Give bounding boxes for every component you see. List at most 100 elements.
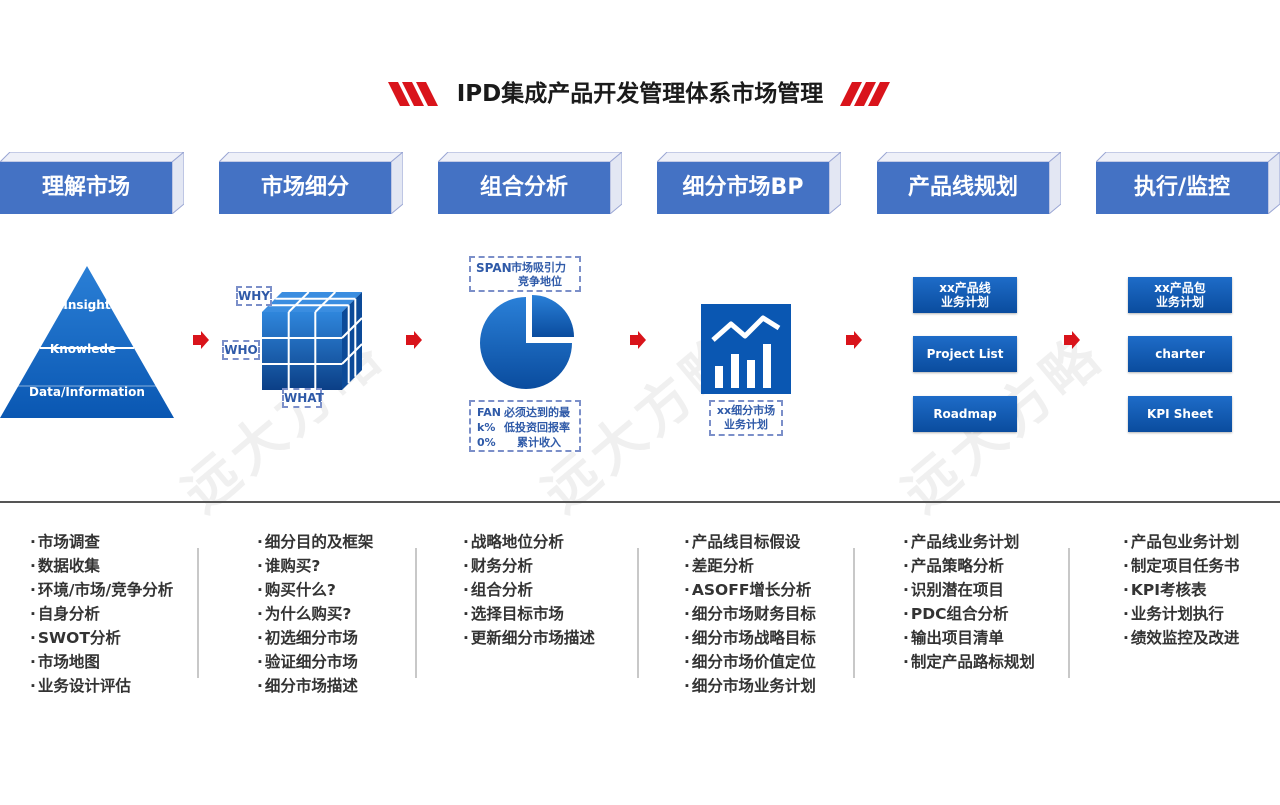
list-item: 细分市场财务目标 [684, 602, 816, 626]
step-market-segmentation: 市场细分 [219, 152, 403, 214]
kpi-sheet-button[interactable]: KPI Sheet [1128, 396, 1232, 432]
step-box-shape [438, 152, 622, 214]
step-label: 产品线规划 [907, 175, 1018, 200]
list-item: 制定产品路标规划 [903, 650, 1035, 674]
step-label: 细分市场BP [682, 175, 804, 200]
list-item: 绩效监控及改进 [1123, 626, 1240, 650]
step-label: 组合分析 [479, 175, 568, 200]
step-segment-bp: 细分市场BP [657, 152, 841, 214]
step-box-shape [1096, 152, 1280, 214]
step-portfolio-analysis: 组合分析 [438, 152, 622, 214]
stripes-decoration [840, 82, 890, 106]
pyramid-top-label: Insight [63, 298, 111, 312]
step-understand-market: 理解市场 [0, 152, 184, 214]
fan-line-3: 累计收入 [517, 436, 561, 449]
span-line2: 竞争地位 [518, 275, 562, 288]
list-item: KPI考核表 [1123, 578, 1239, 602]
list-item: 制定项目任务书 [1123, 554, 1240, 578]
pyramid-shape [0, 266, 174, 418]
step-label: 理解市场 [41, 175, 130, 200]
column-divider [853, 548, 855, 678]
button-line2: 业务计划 [940, 295, 989, 309]
pyramid-diagram: Insight Knowlede Data/Information [0, 266, 174, 418]
who-label: WHO [222, 340, 260, 360]
step-label: 市场细分 [260, 175, 349, 200]
growth-chart-icon [701, 304, 791, 394]
fan-line-1: 必须达到的最 [504, 406, 570, 419]
portfolio-list: 战略地位分析 财务分析 组合分析 选择目标市场 更新细分市场描述 [463, 530, 595, 650]
fan-line-2: 低投资回报率 [504, 421, 570, 434]
list-item: 产品线目标假设 [684, 530, 816, 554]
list-item: 财务分析 [463, 554, 595, 578]
step-product-line-planning: 产品线规划 [877, 152, 1061, 214]
span-line1: 市场吸引力 [511, 261, 566, 274]
list-item: 自身分析 [30, 602, 173, 626]
list-item: 购买什么? [257, 578, 373, 602]
fan-prefix-1: FAN [477, 406, 501, 419]
product-line-plan-button[interactable]: xx产品线 业务计划 [913, 277, 1017, 313]
arrow-right-icon [846, 331, 862, 349]
step-box-shape [657, 152, 841, 214]
list-item: 更新细分市场描述 [463, 626, 595, 650]
button-line1: KPI Sheet [1147, 407, 1213, 421]
list-item: 输出项目清单 [903, 626, 1035, 650]
list-item: ASOFF增长分析 [684, 578, 816, 602]
list-item: 差距分析 [684, 554, 816, 578]
list-item: SWOT分析 [30, 626, 173, 650]
pyramid-middle-label: Knowlede [49, 342, 117, 356]
list-item: 识别潜在项目 [903, 578, 1035, 602]
list-item: 产品包业务计划 [1123, 530, 1240, 554]
button-line1: charter [1155, 347, 1205, 361]
list-item: 组合分析 [463, 578, 595, 602]
list-item: PDC组合分析 [903, 602, 1035, 626]
roadmap-button[interactable]: Roadmap [913, 396, 1017, 432]
list-item: 产品线业务计划 [903, 530, 1035, 554]
list-item: 战略地位分析 [463, 530, 595, 554]
button-line1: Roadmap [933, 407, 997, 421]
fan-prefix-2: k% [477, 421, 496, 434]
list-item: 数据收集 [30, 554, 173, 578]
pie-chart-icon [480, 295, 574, 389]
list-item: 初选细分市场 [257, 626, 373, 650]
list-item: 谁购买? [257, 554, 373, 578]
bp-caption: xx细分市场 业务计划 [709, 400, 783, 436]
step-box-shape [877, 152, 1061, 214]
project-list-button[interactable]: Project List [913, 336, 1017, 372]
arrow-right-icon [193, 331, 209, 349]
list-item: 产品策略分析 [903, 554, 1035, 578]
list-item: 业务设计评估 [30, 674, 173, 698]
bp-caption-line1: xx细分市场 [716, 404, 776, 417]
segmentation-list: 细分目的及框架 谁购买? 购买什么? 为什么购买? 初选细分市场 验证细分市场 … [257, 530, 374, 698]
arrow-right-icon [630, 331, 646, 349]
page-title: IPD集成产品开发管理体系市场管理 [456, 81, 824, 107]
button-line1: Project List [926, 347, 1004, 361]
fan-prefix-3: 0% [477, 436, 496, 449]
button-line2: 业务计划 [1155, 295, 1204, 309]
step-box-shape [0, 152, 184, 214]
list-item: 市场调查 [30, 530, 173, 554]
fan-callout: FAN k% 0% 必须达到的最 低投资回报率 累计收入 [469, 400, 581, 452]
stripes-decoration [388, 82, 438, 106]
column-divider [1068, 548, 1070, 678]
list-item: 细分市场价值定位 [684, 650, 816, 674]
span-callout: SPAN 市场吸引力 竞争地位 [469, 256, 581, 292]
charter-button[interactable]: charter [1128, 336, 1232, 372]
header: IPD集成产品开发管理体系市场管理 [0, 78, 1280, 110]
button-line1: xx产品包 [1154, 281, 1206, 295]
arrow-right-icon [1064, 331, 1080, 349]
step-box-shape [219, 152, 403, 214]
product-package-plan-button[interactable]: xx产品包 业务计划 [1128, 277, 1232, 313]
list-item: 细分目的及框架 [257, 530, 374, 554]
list-item: 验证细分市场 [257, 650, 373, 674]
arrow-right-icon [406, 331, 422, 349]
pyramid-bottom-label: Data/Information [29, 385, 145, 399]
step-execute-monitor: 执行/监控 [1096, 152, 1280, 214]
section-divider [0, 501, 1280, 503]
step-label: 执行/监控 [1133, 175, 1231, 200]
list-item: 选择目标市场 [463, 602, 595, 626]
what-label: WHAT [282, 388, 324, 408]
why-label: WHY [236, 286, 272, 306]
segment-bp-list: 产品线目标假设 差距分析 ASOFF增长分析 细分市场财务目标 细分市场战略目标… [684, 530, 816, 698]
list-item: 细分市场描述 [257, 674, 373, 698]
cube-icon [262, 292, 363, 390]
